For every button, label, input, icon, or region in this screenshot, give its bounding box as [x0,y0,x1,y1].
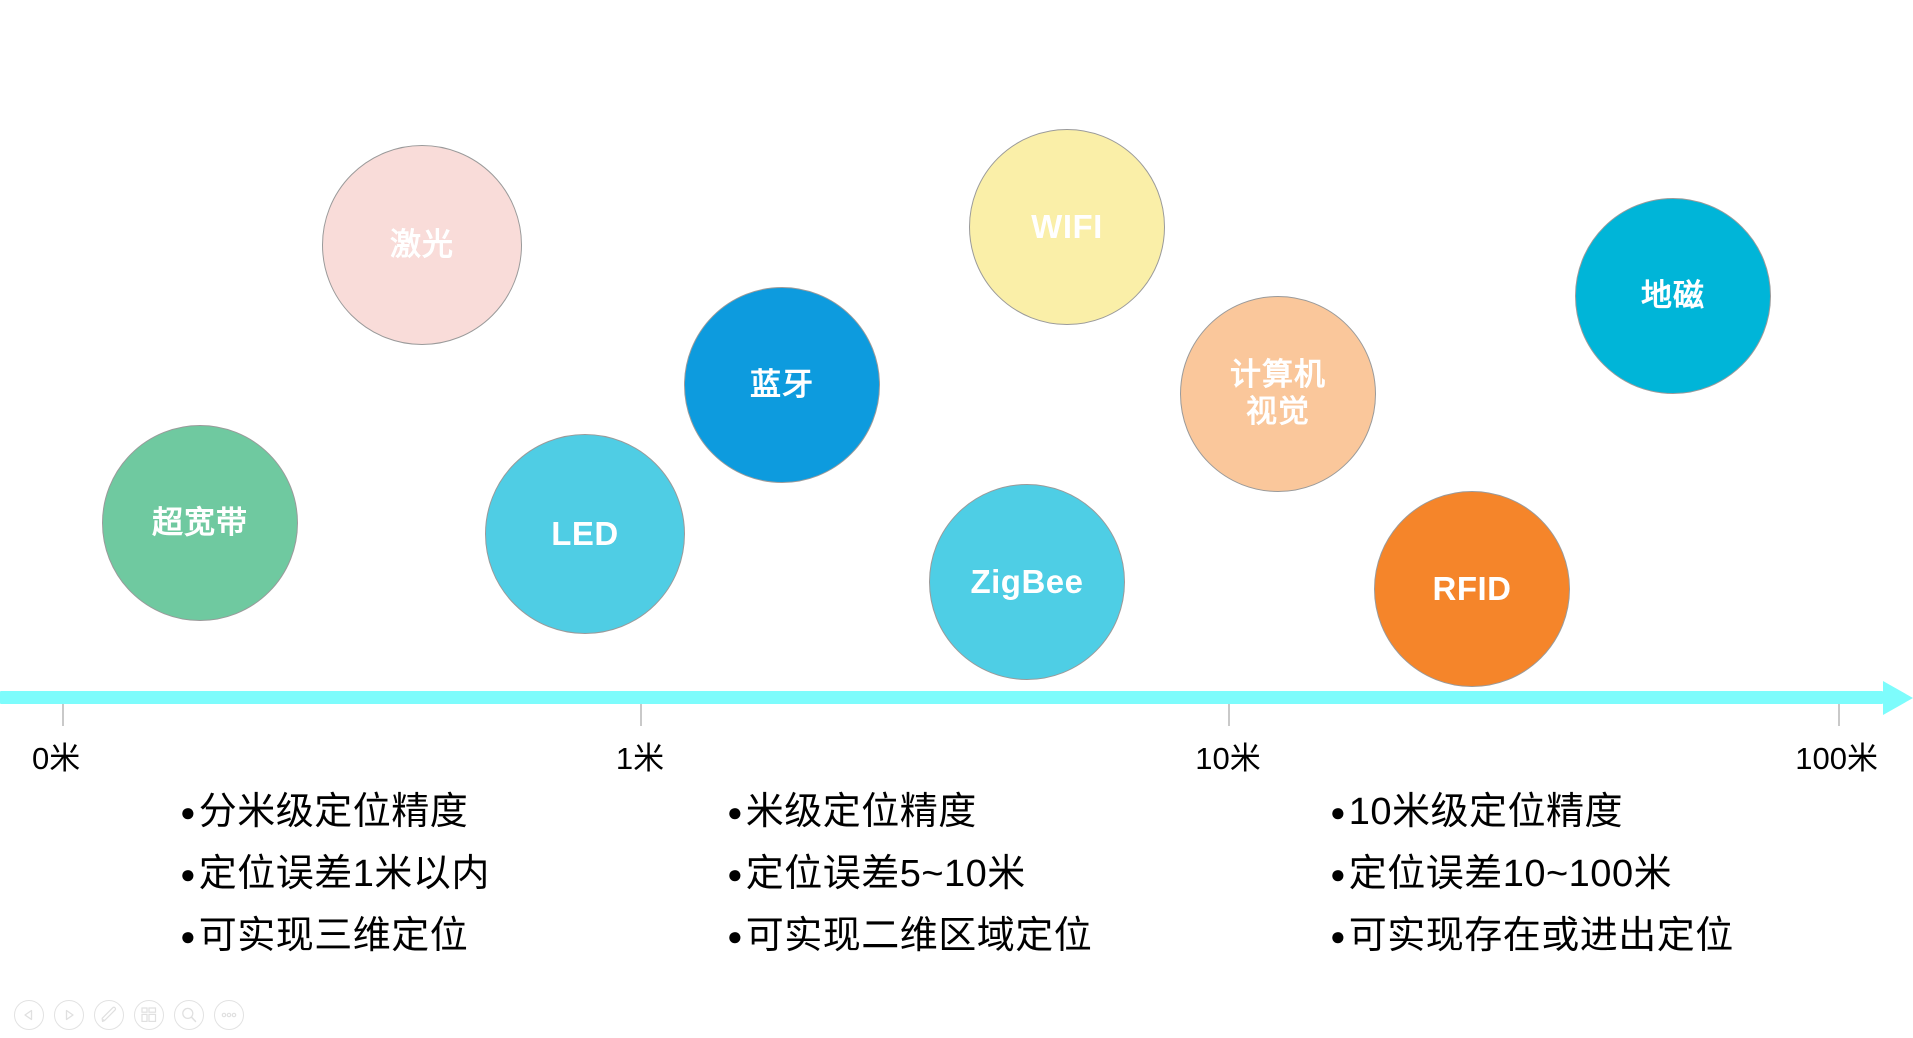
bullet-item: ●定位误差5~10米 [727,854,1092,894]
bullet-text: 定位误差5~10米 [745,853,1026,895]
axis-tick-label: 0米 [32,741,81,776]
bullet-column-1: ●分米级定位精度●定位误差1米以内●可实现三维定位 [180,792,490,978]
bullet-column-3: ●10米级定位精度●定位误差10~100米●可实现存在或进出定位 [1330,792,1734,978]
bullet-text: 可实现三维定位 [198,915,469,957]
bullet-dot-icon: ● [727,859,743,889]
bubble-label: WIFI [1031,207,1103,245]
bullet-text: 可实现存在或进出定位 [1348,915,1734,957]
bubble-label: 超宽带 [152,504,248,540]
bullet-item: ●米级定位精度 [727,792,1092,832]
bubble-label: 地磁 [1641,277,1705,313]
zoom-button[interactable] [174,1000,204,1030]
bullet-text: 可实现二维区域定位 [745,915,1093,957]
bullet-dot-icon: ● [1330,921,1346,951]
presentation-toolbar[interactable] [14,1000,244,1030]
previous-slide-button[interactable] [14,1000,44,1030]
axis-tick-mark [640,704,642,726]
bullet-column-2: ●米级定位精度●定位误差5~10米●可实现二维区域定位 [727,792,1092,978]
axis-line [0,691,1883,704]
bubble-label: ZigBee [970,562,1084,600]
bullet-item: ●定位误差1米以内 [180,854,490,894]
pen-icon [99,1005,119,1025]
bubble-超宽带[interactable]: 超宽带 [102,425,298,621]
bullet-text: 分米级定位精度 [198,791,469,833]
bullet-dot-icon: ● [1330,797,1346,827]
axis-tick-label: 10米 [1195,741,1261,776]
bubble-label: 蓝牙 [750,366,814,402]
bullet-item: ●可实现三维定位 [180,916,490,956]
bubble-地磁[interactable]: 地磁 [1575,198,1771,394]
bullet-dot-icon: ● [180,921,196,951]
bubble-WIFI[interactable]: WIFI [969,129,1165,325]
more-options-button[interactable] [214,1000,244,1030]
bullet-dot-icon: ● [1330,859,1346,889]
bullet-dot-icon: ● [727,921,743,951]
bullet-text: 米级定位精度 [745,791,977,833]
bubble-label: 激光 [390,226,454,262]
axis-tick-label: 1米 [615,741,665,776]
bubble-蓝牙[interactable]: 蓝牙 [684,287,880,483]
triangle-right-icon [61,1007,77,1023]
bubble-ZigBee[interactable]: ZigBee [929,484,1125,680]
axis-tick-label: 100米 [1795,741,1878,776]
bullet-text: 定位误差1米以内 [198,853,490,895]
bubble-LED[interactable]: LED [485,434,685,634]
bubble-激光[interactable]: 激光 [322,145,522,345]
magnifier-icon [180,1006,198,1024]
bullet-item: ●10米级定位精度 [1330,792,1734,832]
bullet-item: ●定位误差10~100米 [1330,854,1734,894]
next-slide-button[interactable] [54,1000,84,1030]
bullet-text: 10米级定位精度 [1348,791,1623,833]
ellipsis-icon [219,1011,239,1019]
bullet-dot-icon: ● [180,797,196,827]
slide-overview-button[interactable] [134,1000,164,1030]
bullet-item: ●分米级定位精度 [180,792,490,832]
axis-arrowhead [1883,681,1913,715]
axis-tick-mark [1838,704,1840,726]
triangle-left-icon [21,1007,37,1023]
bubble-label: LED [551,514,619,552]
bullet-text: 定位误差10~100米 [1348,853,1673,895]
bullet-dot-icon: ● [727,797,743,827]
pen-tool-button[interactable] [94,1000,124,1030]
bullet-dot-icon: ● [180,859,196,889]
bubble-RFID[interactable]: RFID [1374,491,1570,687]
axis-tick-mark [1228,704,1230,726]
bubble-label: 计算机 视觉 [1230,357,1326,429]
grid-icon [140,1006,158,1024]
bullet-item: ●可实现存在或进出定位 [1330,916,1734,956]
bubble-计算机视觉[interactable]: 计算机 视觉 [1180,296,1376,492]
bullet-item: ●可实现二维区域定位 [727,916,1092,956]
axis-tick-mark [62,704,64,726]
bubble-label: RFID [1432,569,1512,607]
